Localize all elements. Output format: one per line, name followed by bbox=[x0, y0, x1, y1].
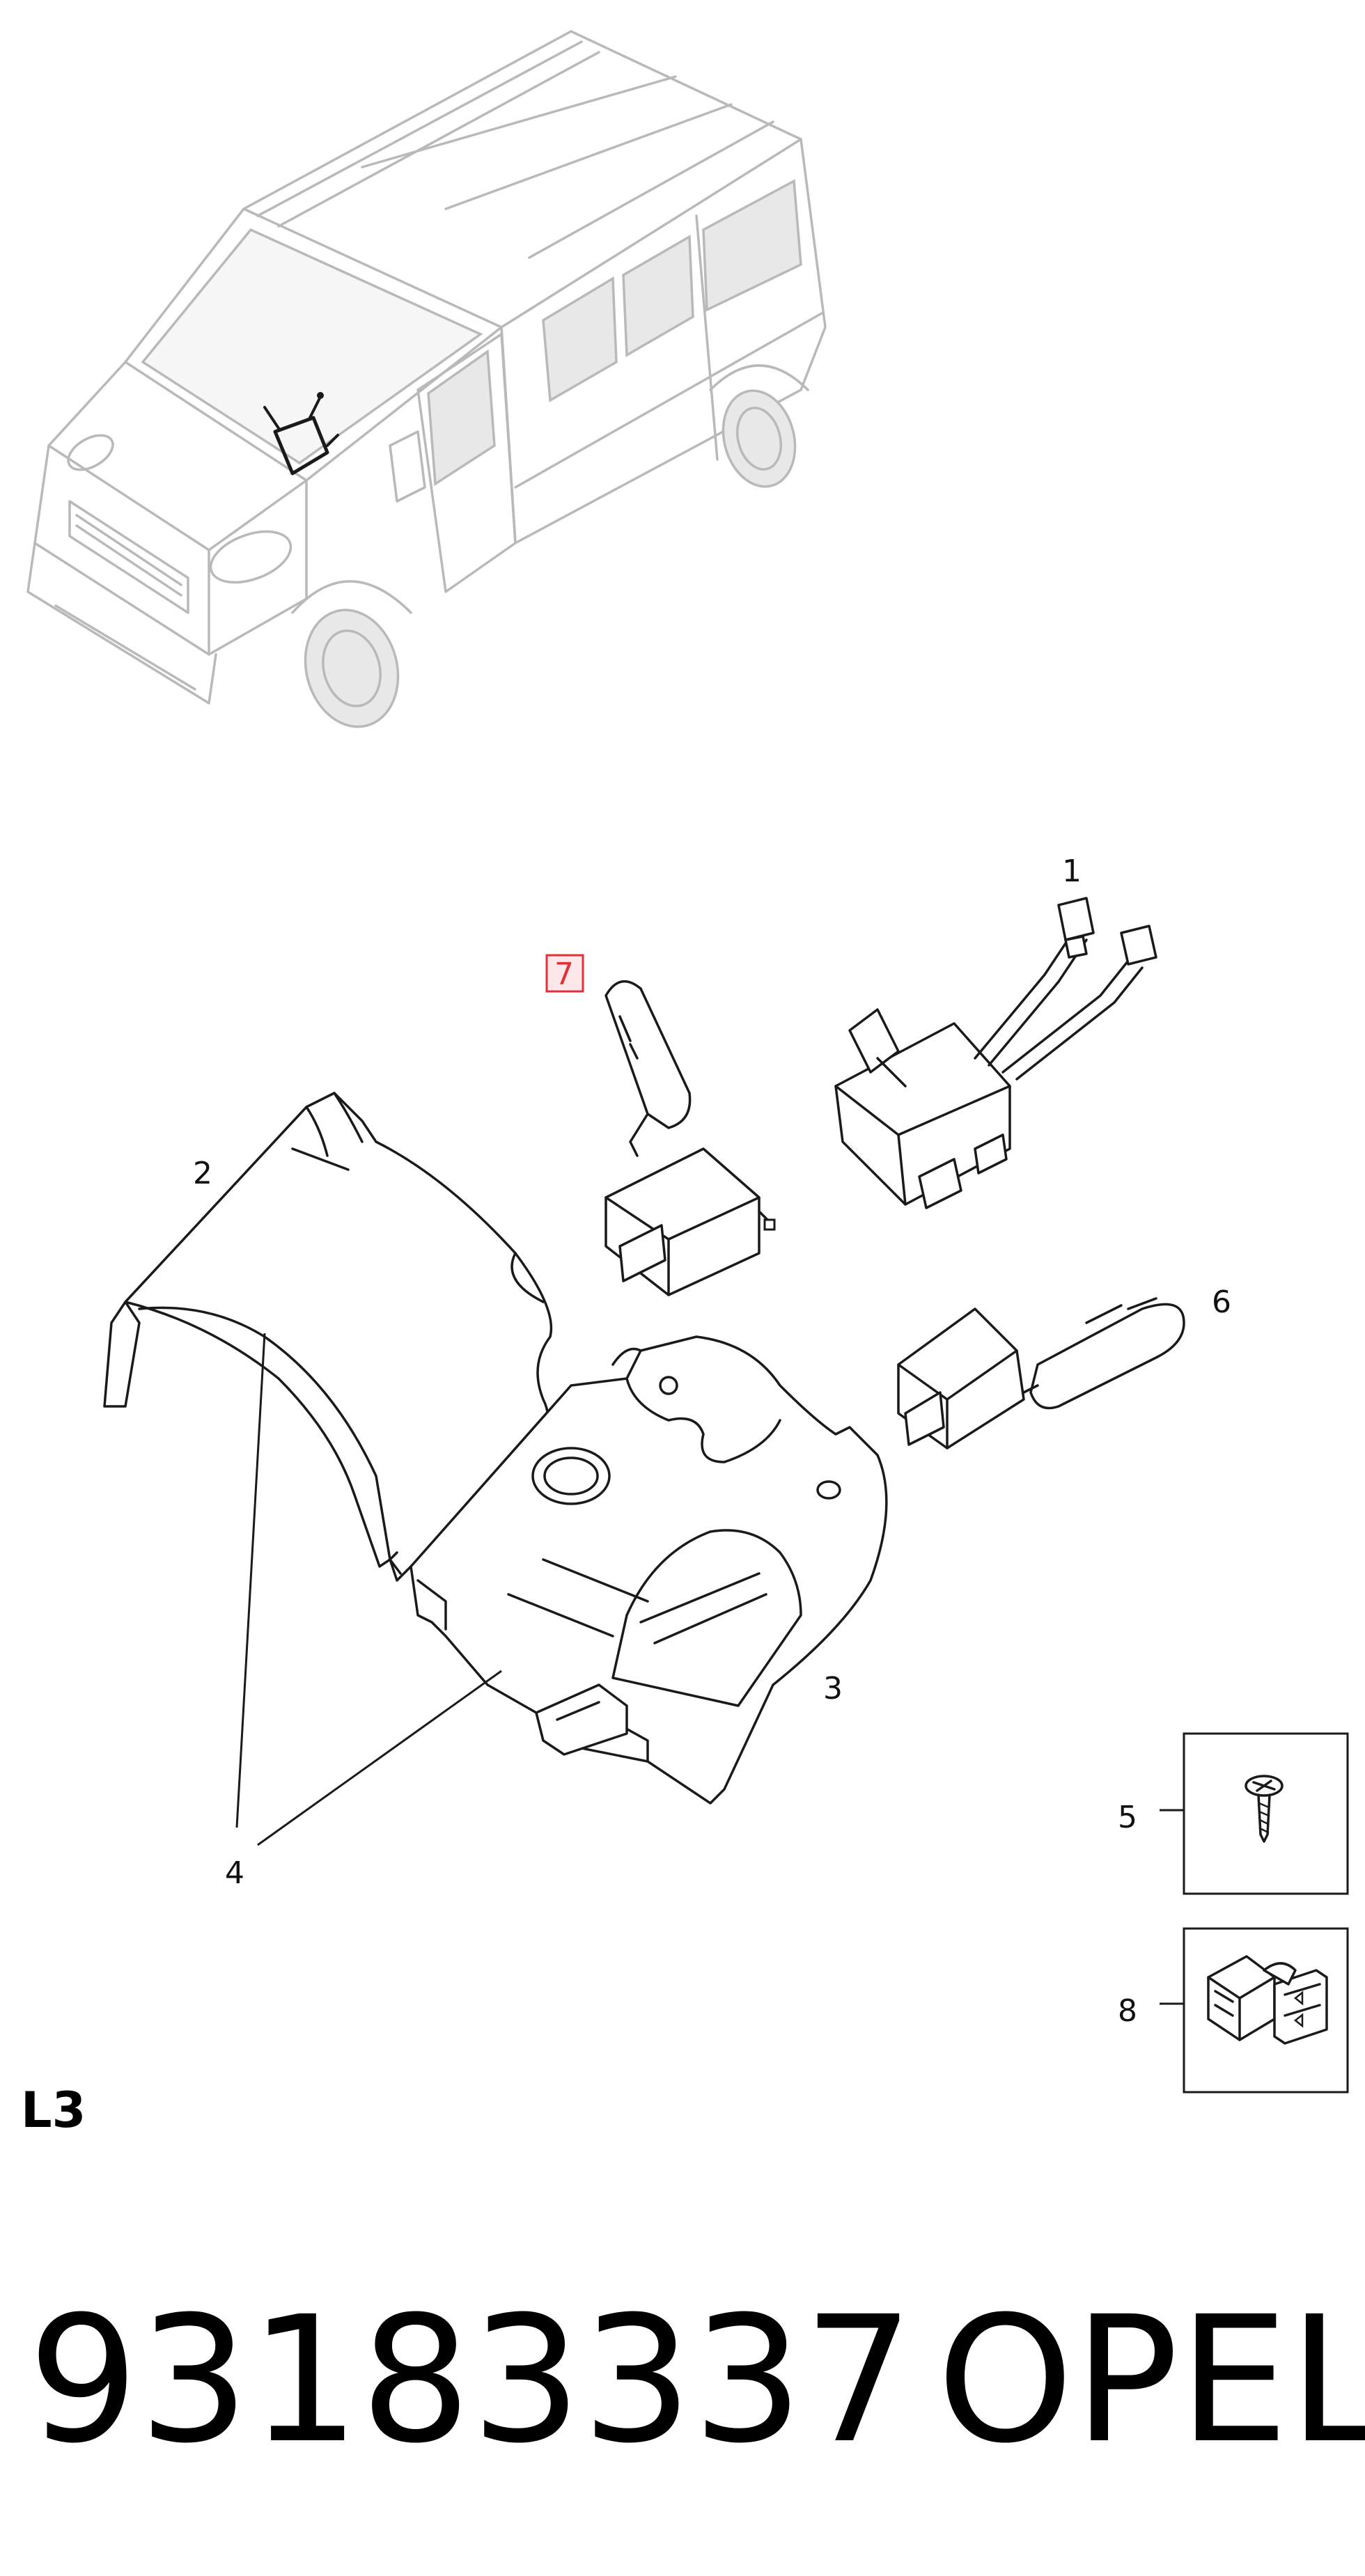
part-5-screw-inset bbox=[1183, 1732, 1349, 1895]
callout-2: 2 bbox=[193, 1156, 212, 1191]
section-label: L3 bbox=[21, 2082, 86, 2139]
callout-7-highlight: 7 bbox=[545, 954, 584, 993]
part-8-switch-inset bbox=[1183, 1927, 1349, 2094]
switch-location-marker bbox=[263, 392, 339, 476]
part-2-upper-cover bbox=[103, 1092, 553, 1582]
callout-4: 4 bbox=[225, 1855, 244, 1891]
part-7-lever-switch bbox=[604, 980, 776, 1296]
part-3-lower-cover bbox=[410, 1335, 888, 1805]
callout-3: 3 bbox=[823, 1671, 843, 1706]
callout-8: 8 bbox=[1118, 1993, 1137, 2029]
callout-labels: 1 2 3 4 5 6 8 7 bbox=[193, 854, 1231, 2029]
brand-name: OPEL bbox=[937, 2279, 1365, 2481]
callout-1: 1 bbox=[1062, 854, 1082, 889]
callout-7: 7 bbox=[554, 957, 574, 992]
van-illustration bbox=[26, 30, 827, 728]
leader-lines bbox=[235, 1333, 1184, 2005]
part-6-lever-switch bbox=[897, 1297, 1185, 1450]
part-1-combination-switch bbox=[834, 897, 1157, 1209]
callout-5: 5 bbox=[1118, 1800, 1137, 1835]
callout-6: 6 bbox=[1212, 1285, 1231, 1320]
part-number: 93183337 bbox=[28, 2279, 914, 2481]
